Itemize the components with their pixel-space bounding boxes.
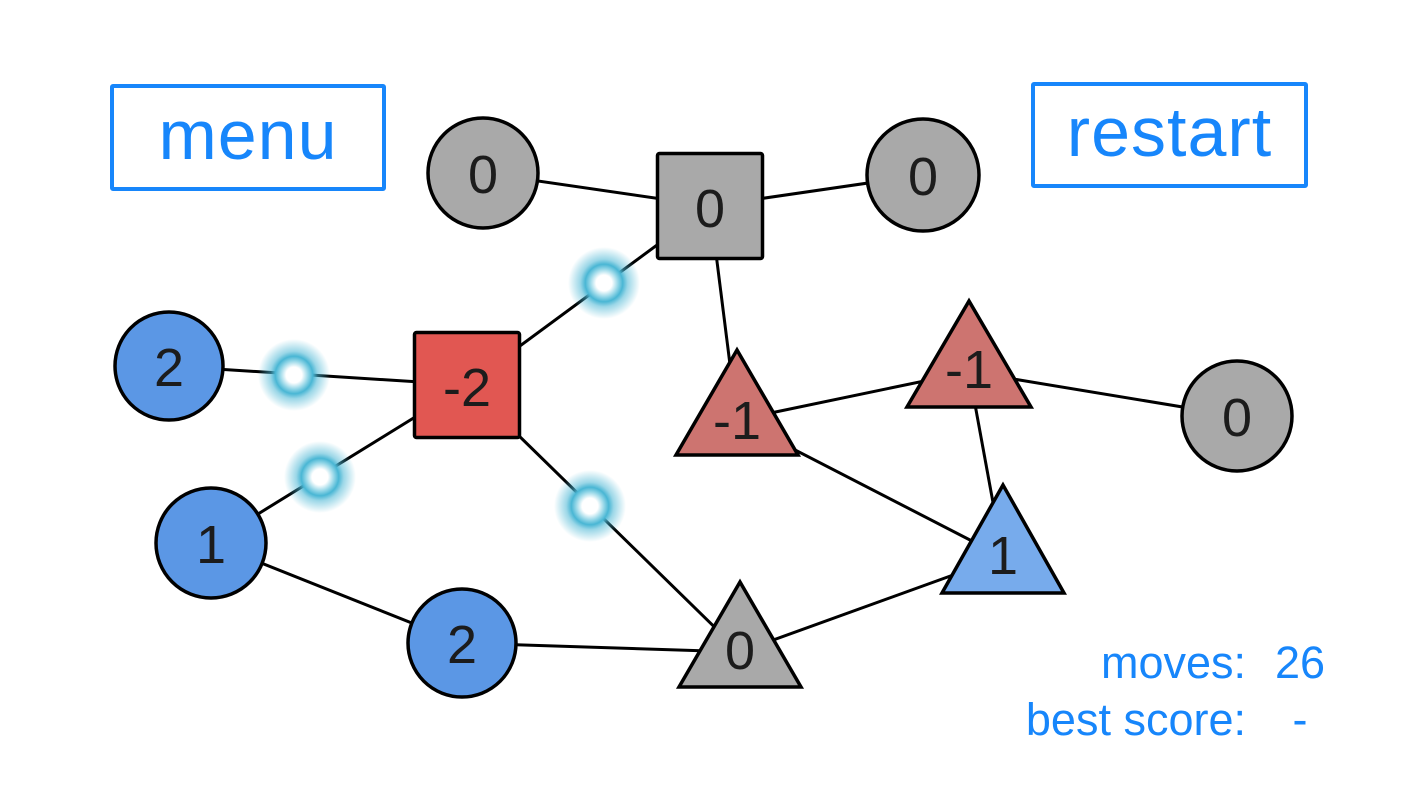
edge-glow-indicator[interactable] [568,247,640,319]
node-red-triangle-right[interactable] [903,297,1035,409]
node-gray-circle-top-right[interactable] [865,117,981,233]
node-blue-circle-left[interactable] [113,310,225,422]
restart-button[interactable]: restart [1031,82,1308,188]
edge-glow-indicator[interactable] [258,339,330,411]
menu-button[interactable]: menu [110,84,386,191]
node-blue-triangle[interactable] [939,481,1067,595]
moves-value: 26 [1274,637,1326,688]
best-score-label: best score: [1025,694,1246,745]
node-gray-square[interactable] [655,151,765,261]
node-blue-circle-mid-left[interactable] [154,486,268,600]
moves-label: moves: [1100,637,1246,688]
score-panel: moves: 26 best score: - [1026,640,1332,742]
edge-glow-indicator[interactable] [554,470,626,542]
edge-glow-indicator[interactable] [284,441,356,513]
node-blue-circle-bottom[interactable] [406,587,518,699]
node-gray-circle-top-left[interactable] [426,116,540,230]
best-score-value: - [1292,694,1308,745]
node-gray-triangle[interactable] [675,578,805,689]
node-red-triangle-mid[interactable] [672,346,802,457]
node-red-square[interactable] [412,330,522,440]
node-gray-circle-right[interactable] [1180,359,1294,473]
